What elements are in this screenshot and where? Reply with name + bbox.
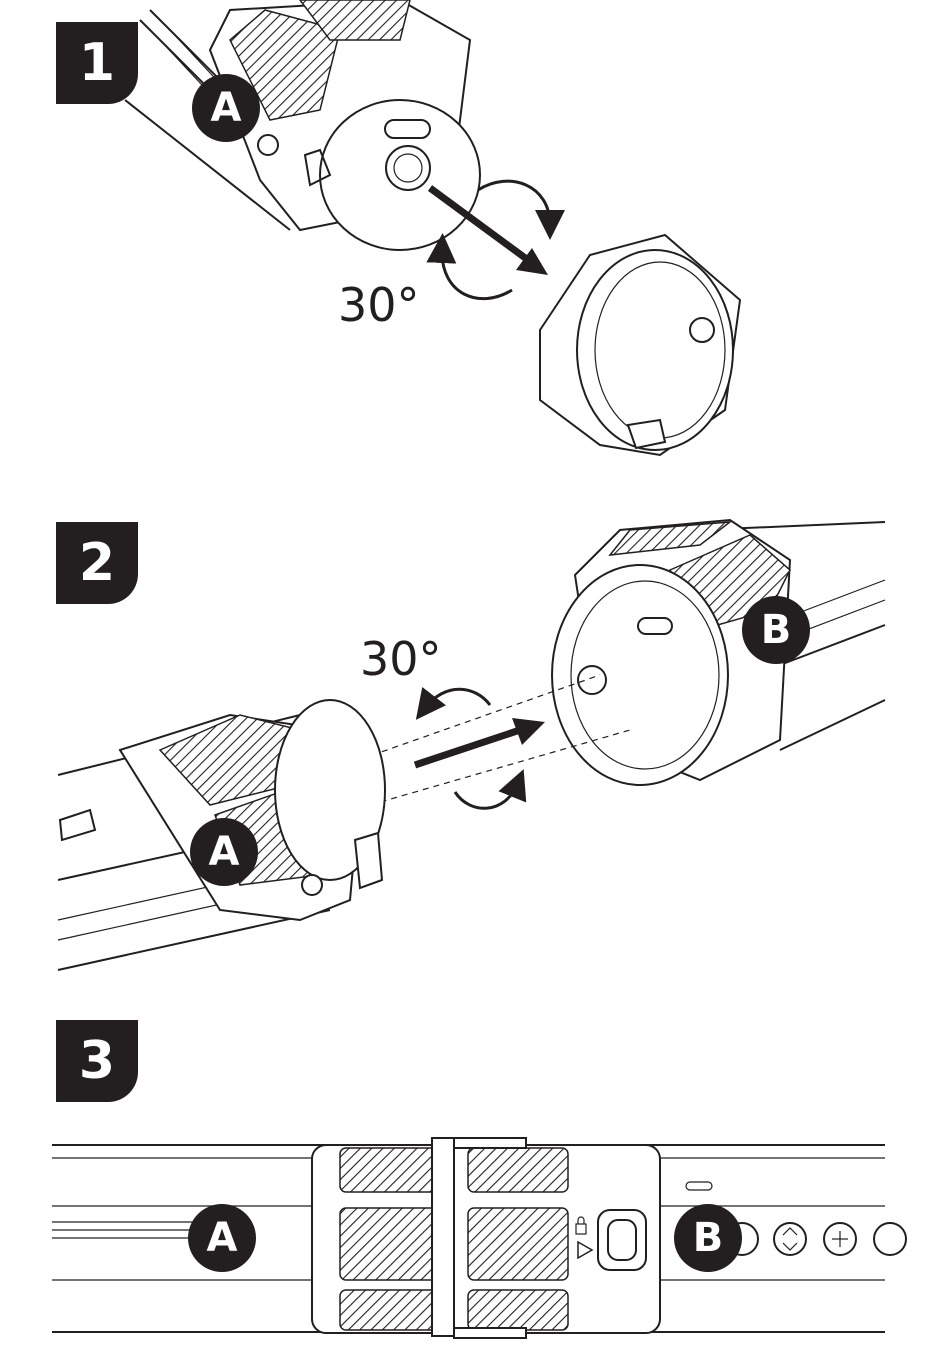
direction-arrow-icon [427, 185, 548, 275]
lock-icon [575, 1216, 587, 1235]
thread-socket-icon [385, 145, 431, 191]
partial-button-icon [873, 1222, 907, 1256]
end-cap-b [551, 518, 792, 786]
step-2-illustration [57, 518, 886, 980]
step-2-panel: 2 30° B A [0, 500, 930, 1010]
screw-icon [257, 134, 279, 156]
step-3-illustration [52, 1137, 907, 1339]
step-1-illustration [120, 0, 742, 457]
rotation-angle-label: 30° [360, 632, 442, 686]
part-label-b: B [742, 596, 810, 664]
rotate-arrow-icon [415, 686, 527, 810]
end-cap-a [118, 699, 386, 922]
step-number-badge: 3 [56, 1020, 138, 1102]
adapter-ring [539, 233, 742, 457]
rotation-angle-label: 30° [338, 278, 420, 332]
plus-button-icon [823, 1222, 857, 1256]
part-label-a: A [192, 74, 260, 142]
mounting-face [257, 99, 481, 251]
part-label-a: A [190, 818, 258, 886]
play-icon [577, 1240, 594, 1260]
step-3-panel: 3 A B [0, 1010, 930, 1352]
part-label-b: B [674, 1204, 742, 1272]
step-number-badge: 1 [56, 22, 138, 104]
link-icon [685, 1181, 713, 1191]
slot-icon [384, 119, 431, 139]
rotate-arrow-icon [426, 179, 565, 300]
up-down-button-icon [773, 1222, 807, 1256]
connector-joint [311, 1137, 661, 1339]
step-number-badge: 2 [56, 522, 138, 604]
direction-arrow-icon [413, 718, 545, 769]
part-label-a: A [188, 1204, 256, 1272]
step-1-panel: 1 30° A [0, 0, 930, 500]
